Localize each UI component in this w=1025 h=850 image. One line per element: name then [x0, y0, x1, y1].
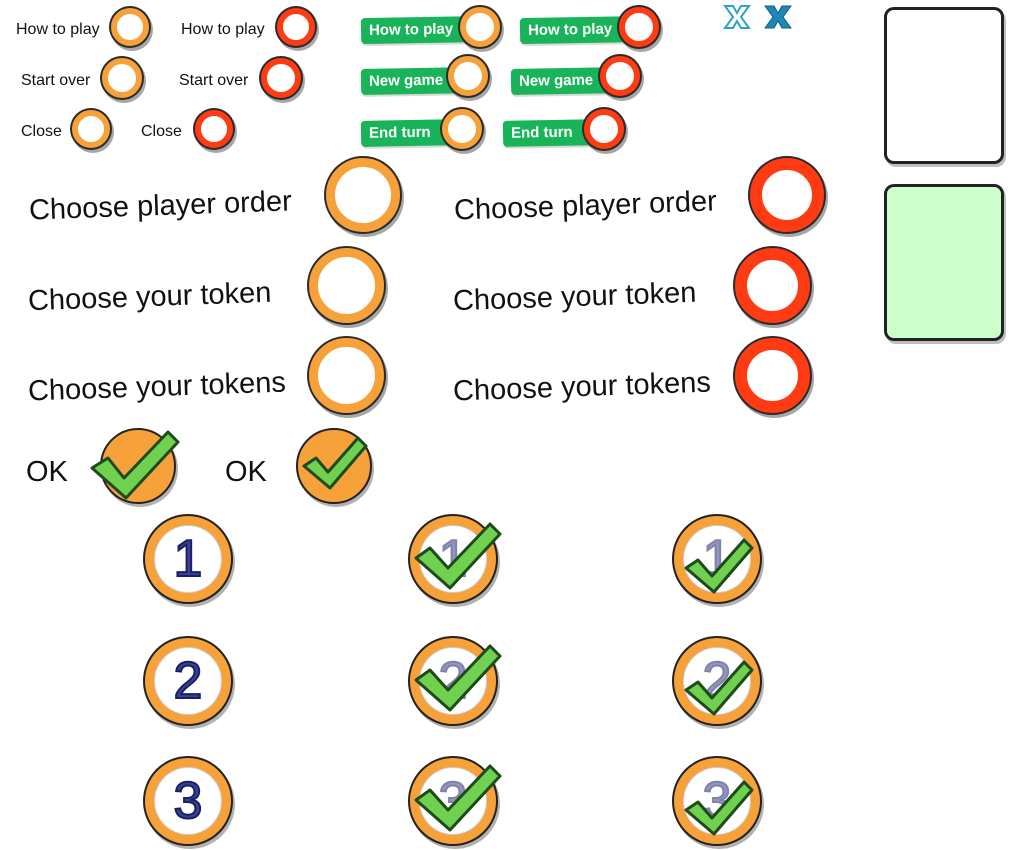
ring-icon: [619, 7, 659, 47]
button-label: Choose your token: [27, 276, 272, 318]
button-label: Choose player order: [28, 185, 293, 227]
ring-icon: [72, 110, 110, 148]
checkmark-icon: [302, 436, 368, 490]
ring-icon: [261, 58, 301, 98]
token-1-checked[interactable]: 1: [408, 514, 502, 604]
token-2[interactable]: 2: [143, 636, 233, 726]
token-1[interactable]: 1: [143, 514, 233, 604]
button-label: Start over: [179, 72, 249, 89]
ring-icon: [309, 248, 384, 323]
button-label: Close: [141, 123, 182, 140]
token-3[interactable]: 3: [143, 756, 233, 846]
button-label: Choose your token: [452, 276, 697, 318]
card-white: [884, 7, 1004, 164]
close-x-icon[interactable]: [762, 4, 794, 30]
checkmark-icon: [414, 644, 502, 712]
checkmark-icon: [684, 538, 754, 594]
ring-icon: [460, 7, 500, 47]
ring-icon: [448, 56, 488, 96]
token-number: 2: [173, 651, 204, 711]
checkmark-icon: [90, 430, 180, 500]
button-label: Start over: [21, 72, 91, 89]
ring-icon: [309, 338, 384, 413]
token-face: [154, 767, 222, 835]
token-3-checked-small[interactable]: 3: [672, 756, 762, 846]
ring-icon: [442, 109, 482, 149]
button-label: How to play: [181, 21, 265, 38]
ring-icon: [735, 338, 810, 413]
ring-icon: [600, 56, 640, 96]
token-2-checked-small[interactable]: 2: [672, 636, 762, 726]
ring-icon: [195, 110, 233, 148]
ok-label: OK: [26, 456, 68, 488]
token-face: [154, 647, 222, 715]
token-3-checked[interactable]: 3: [408, 756, 502, 846]
button-label: Choose player order: [453, 185, 718, 227]
checkmark-icon: [414, 522, 502, 590]
ring-icon: [735, 248, 810, 323]
ring-icon: [326, 158, 400, 232]
button-label: Choose your tokens: [452, 366, 712, 408]
token-face: [154, 525, 222, 593]
ring-icon: [277, 8, 315, 46]
button-label: How to play: [16, 21, 100, 38]
ring-icon: [750, 158, 824, 232]
token-1-checked-small[interactable]: 1: [672, 514, 762, 604]
token-number: 3: [173, 771, 204, 831]
card-green: [884, 184, 1004, 341]
button-label: Choose your tokens: [27, 366, 287, 408]
button-label: Close: [21, 123, 62, 140]
ring-icon: [584, 109, 624, 149]
checkmark-icon: [684, 780, 754, 836]
checkmark-icon: [684, 660, 754, 716]
checkmark-icon: [414, 764, 502, 832]
ring-icon: [102, 58, 142, 98]
ring-icon: [111, 8, 149, 46]
token-2-checked[interactable]: 2: [408, 636, 502, 726]
ok-label: OK: [225, 456, 267, 488]
close-x-outline-icon[interactable]: [722, 4, 752, 30]
token-number: 1: [173, 529, 204, 589]
